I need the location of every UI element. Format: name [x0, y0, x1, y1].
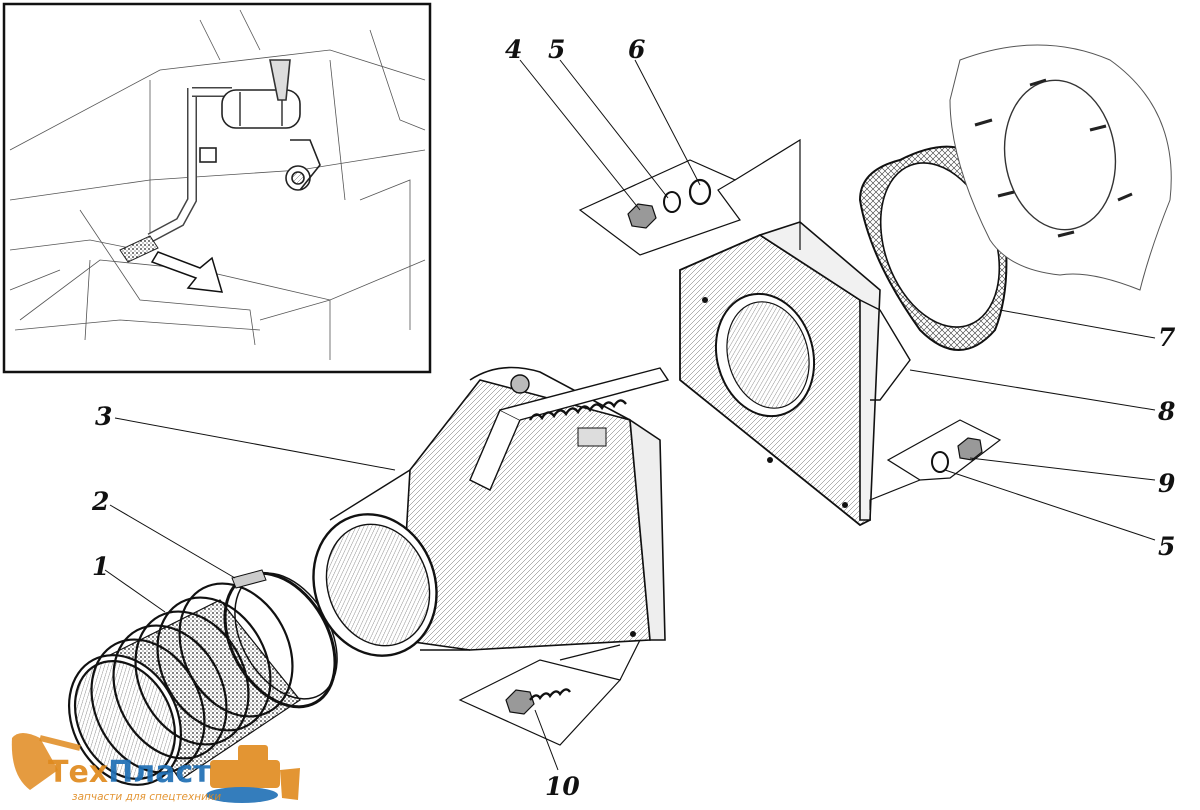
callout-2: 2: [91, 487, 109, 516]
intake-adapter-body: [312, 366, 670, 657]
inset-location-view: [2, 2, 432, 374]
corrugated-hose: [67, 582, 301, 786]
callout-4: 4: [505, 35, 522, 64]
callout-8: 8: [1157, 397, 1175, 426]
brand-tagline: запчасти для спецтехники: [72, 791, 221, 803]
callout-labels: 4 5 6 7 8 9 5 3 2 1 10: [91, 35, 1176, 801]
mating-surface-with-studs: [949, 44, 1172, 291]
callout-5-top: 5: [548, 35, 565, 64]
clamp-ring: [223, 569, 338, 709]
callout-10: 10: [545, 772, 580, 801]
excavator-arm-icon: [11, 733, 58, 790]
gasket: [858, 145, 1008, 351]
bulldozer-icon: [206, 745, 300, 803]
callout-5-right: 5: [1158, 532, 1175, 561]
hardware-box-bottom: [458, 639, 641, 746]
mounting-flange: [679, 221, 911, 527]
hardware-box-right: [869, 419, 1002, 510]
callout-6: 6: [628, 35, 645, 64]
brand-name-part1: Тех: [48, 755, 108, 790]
callout-9: 9: [1158, 469, 1175, 498]
hardware-box-top: [578, 138, 801, 256]
callout-3: 3: [95, 402, 112, 431]
callout-7: 7: [1158, 323, 1176, 352]
svg-text:ТехПласт: ТехПласт: [48, 755, 211, 790]
brand-watermark: ТехПласт запчасти для спецтехники: [11, 733, 300, 803]
callout-1: 1: [92, 552, 109, 581]
brand-name-part2: Пласт: [108, 755, 211, 790]
leader-lines: [104, 59, 1156, 771]
